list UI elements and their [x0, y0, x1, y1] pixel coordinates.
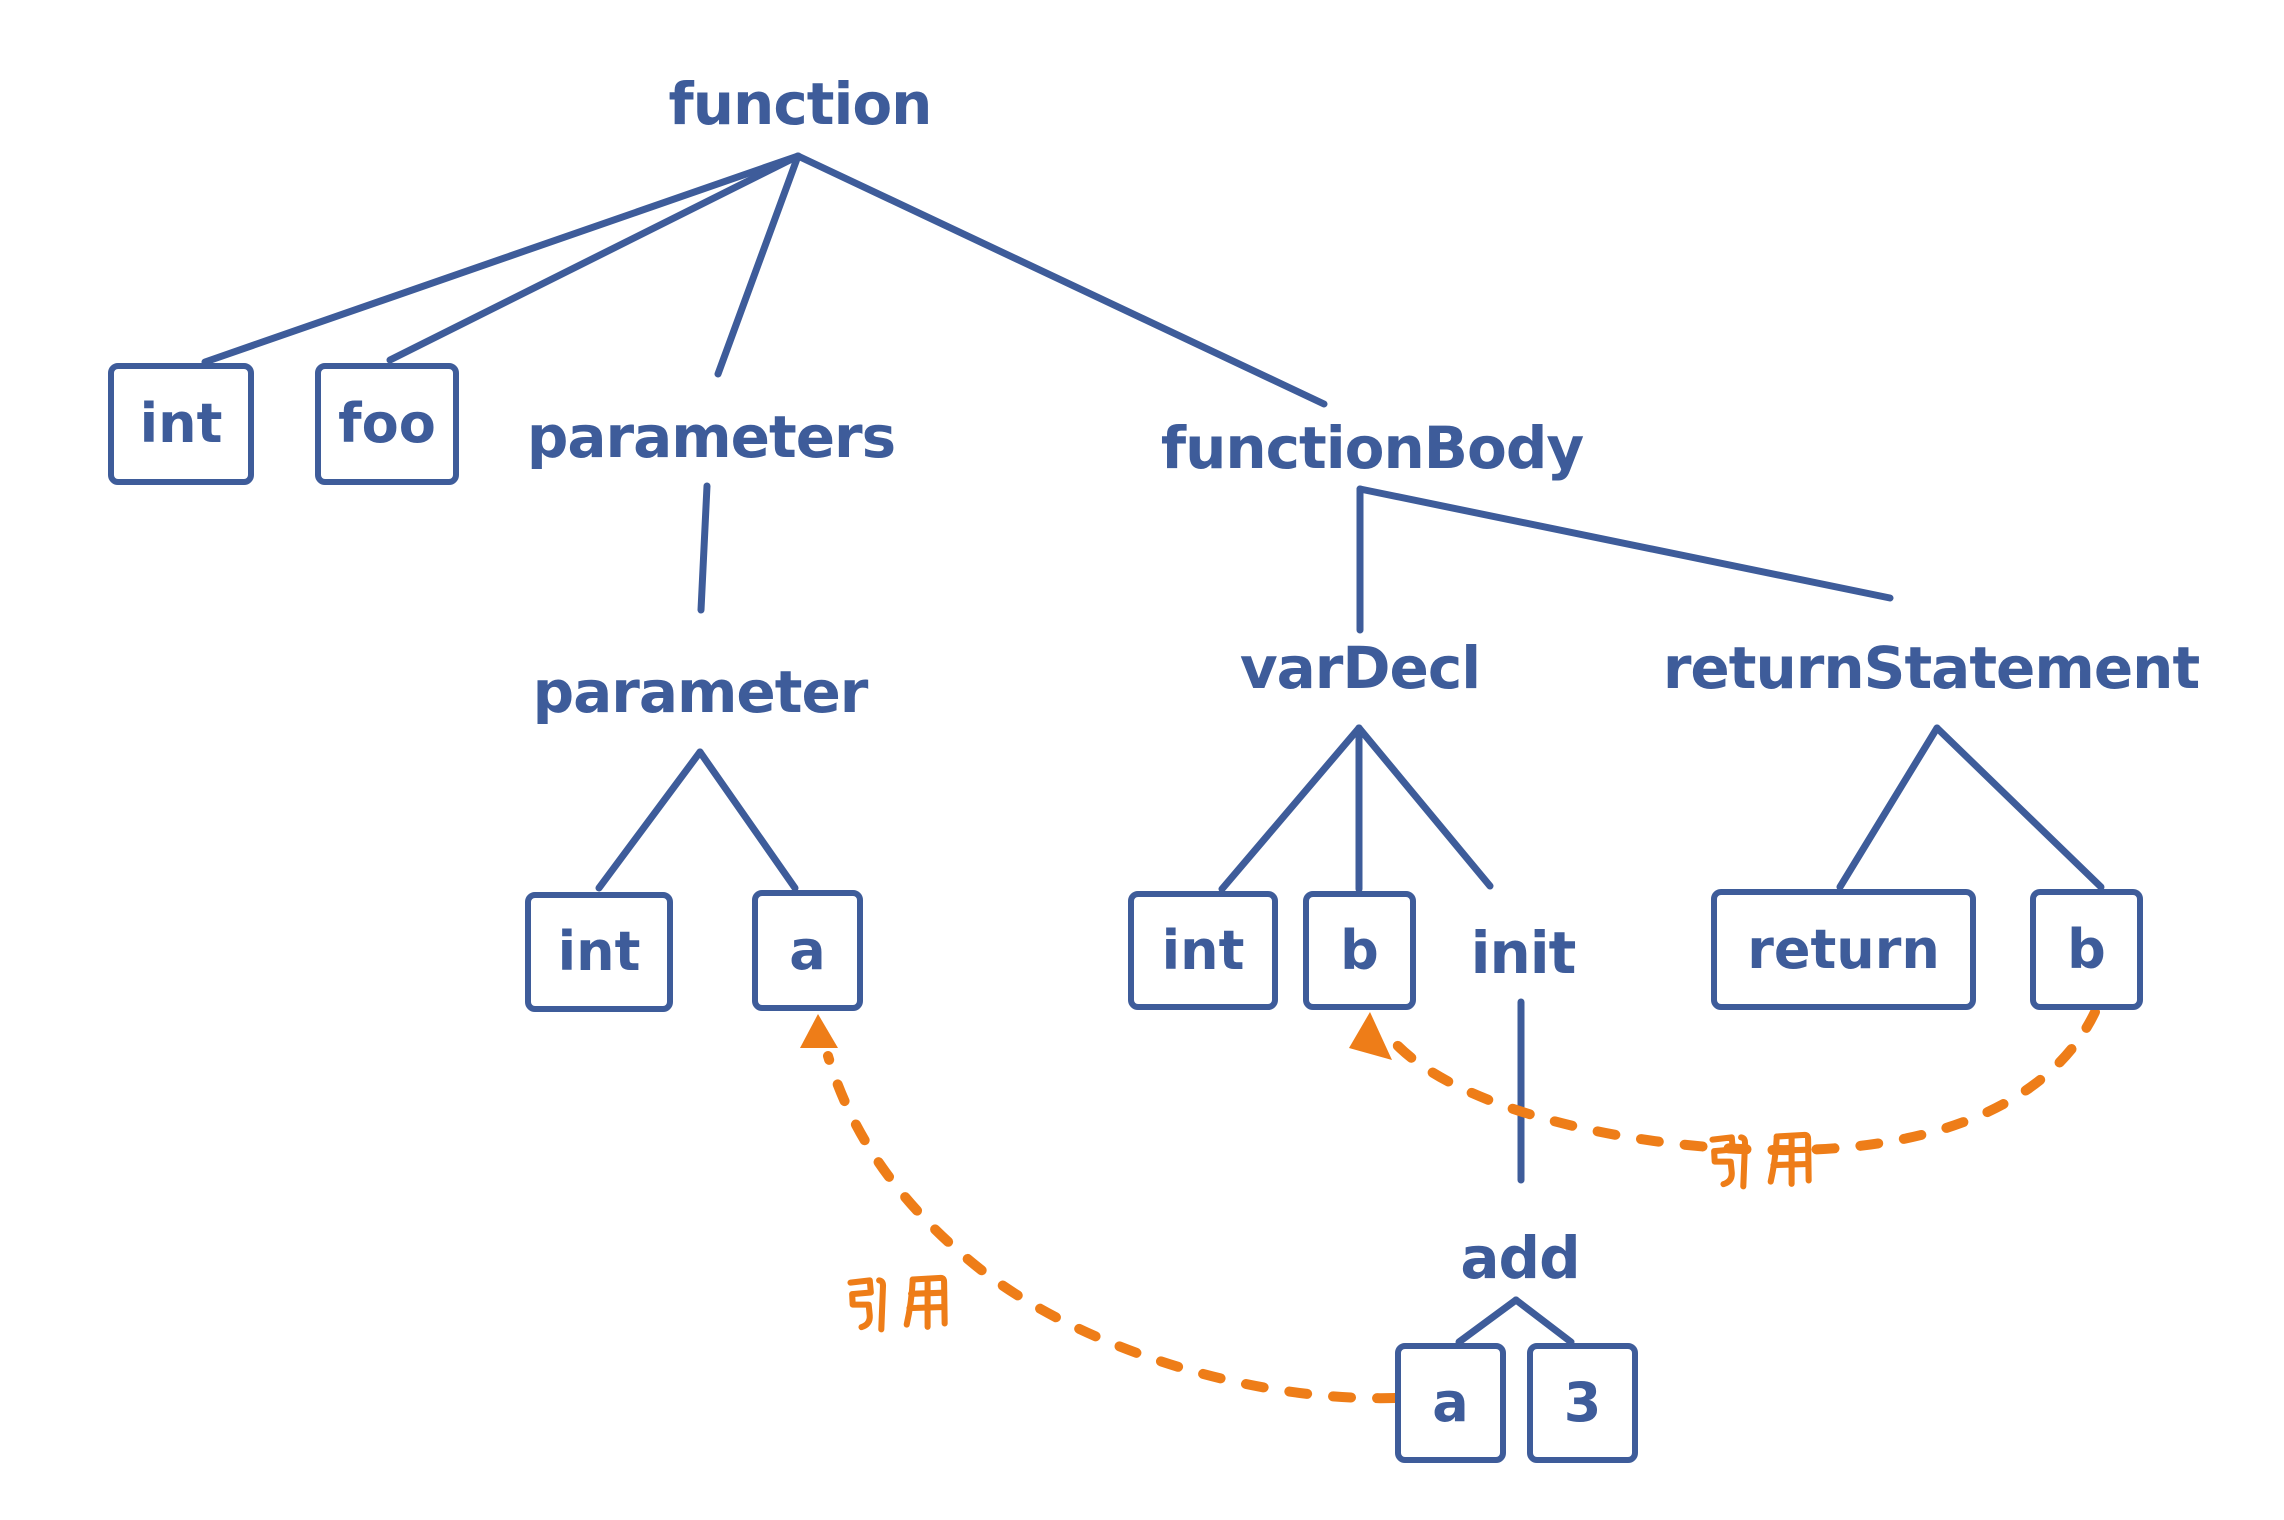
reference-arrow-a	[823, 1051, 1400, 1404]
tree-node-init: init	[1470, 919, 1577, 987]
edge-function-int	[201, 152, 802, 366]
tree-node-return-type-int: int	[108, 363, 254, 485]
tree-node-var-type-int: int	[1128, 891, 1278, 1010]
tree-node-operand-3: 3	[1527, 1343, 1638, 1463]
tree-node-return-value-b: b	[2030, 889, 2143, 1010]
edge-parameter-a	[696, 748, 799, 892]
box-label: a	[1432, 1371, 1469, 1434]
tree-node-param-type-int: int	[525, 892, 673, 1012]
edge-function-functionbody	[794, 152, 1328, 408]
reference-arrowhead-a	[800, 1014, 838, 1048]
reference-label-left	[847, 1274, 948, 1333]
edge-parameters-parameter	[697, 482, 711, 614]
edge-vardecl-int	[1218, 724, 1363, 893]
tree-node-function: function	[668, 70, 933, 138]
tree-node-returnstatement: returnStatement	[1662, 634, 2200, 702]
edge-parameter-int	[595, 748, 704, 892]
tree-node-vardecl: varDecl	[1239, 634, 1481, 702]
edge-returnstatement-b	[1933, 724, 2105, 891]
tree-edges	[201, 152, 2105, 1346]
box-label: 3	[1563, 1371, 1602, 1434]
glyph-yong	[903, 1274, 948, 1330]
tree-node-return-keyword: return	[1711, 889, 1976, 1010]
reference-arrows	[800, 1007, 2100, 1404]
edge-add-3	[1512, 1296, 1575, 1346]
edge-function-foo	[386, 152, 802, 364]
edge-functionbody-returnstatement	[1356, 485, 1894, 602]
reference-arrow-b	[1391, 1007, 2100, 1156]
tree-node-operand-a: a	[1395, 1343, 1506, 1463]
box-label: int	[1161, 918, 1245, 982]
glyph-yin	[1709, 1134, 1749, 1190]
edge-vardecl-init	[1355, 724, 1494, 890]
tree-node-parameter: parameter	[532, 658, 869, 726]
edge-returnstatement-return	[1836, 724, 1941, 891]
box-label: foo	[338, 392, 436, 455]
tree-node-add: add	[1460, 1224, 1580, 1292]
reference-arrowhead-b	[1349, 1012, 1392, 1060]
tree-node-function-name-foo: foo	[315, 363, 459, 485]
reference-label-right	[1709, 1131, 1812, 1190]
tree-node-param-name-a: a	[752, 890, 863, 1011]
tree-node-parameters: parameters	[526, 403, 896, 471]
box-label: int	[139, 392, 223, 455]
glyph-yin	[847, 1277, 887, 1333]
edge-function-parameters	[714, 152, 802, 378]
tree-node-functionbody: functionBody	[1160, 414, 1584, 482]
box-label: b	[2067, 917, 2106, 981]
box-label: a	[789, 918, 826, 982]
box-label: return	[1747, 917, 1940, 981]
glyph-yong	[1767, 1131, 1812, 1187]
box-label: int	[557, 920, 641, 983]
box-label: b	[1340, 918, 1379, 982]
tree-node-var-name-b: b	[1303, 891, 1416, 1010]
edge-add-a	[1455, 1296, 1520, 1346]
